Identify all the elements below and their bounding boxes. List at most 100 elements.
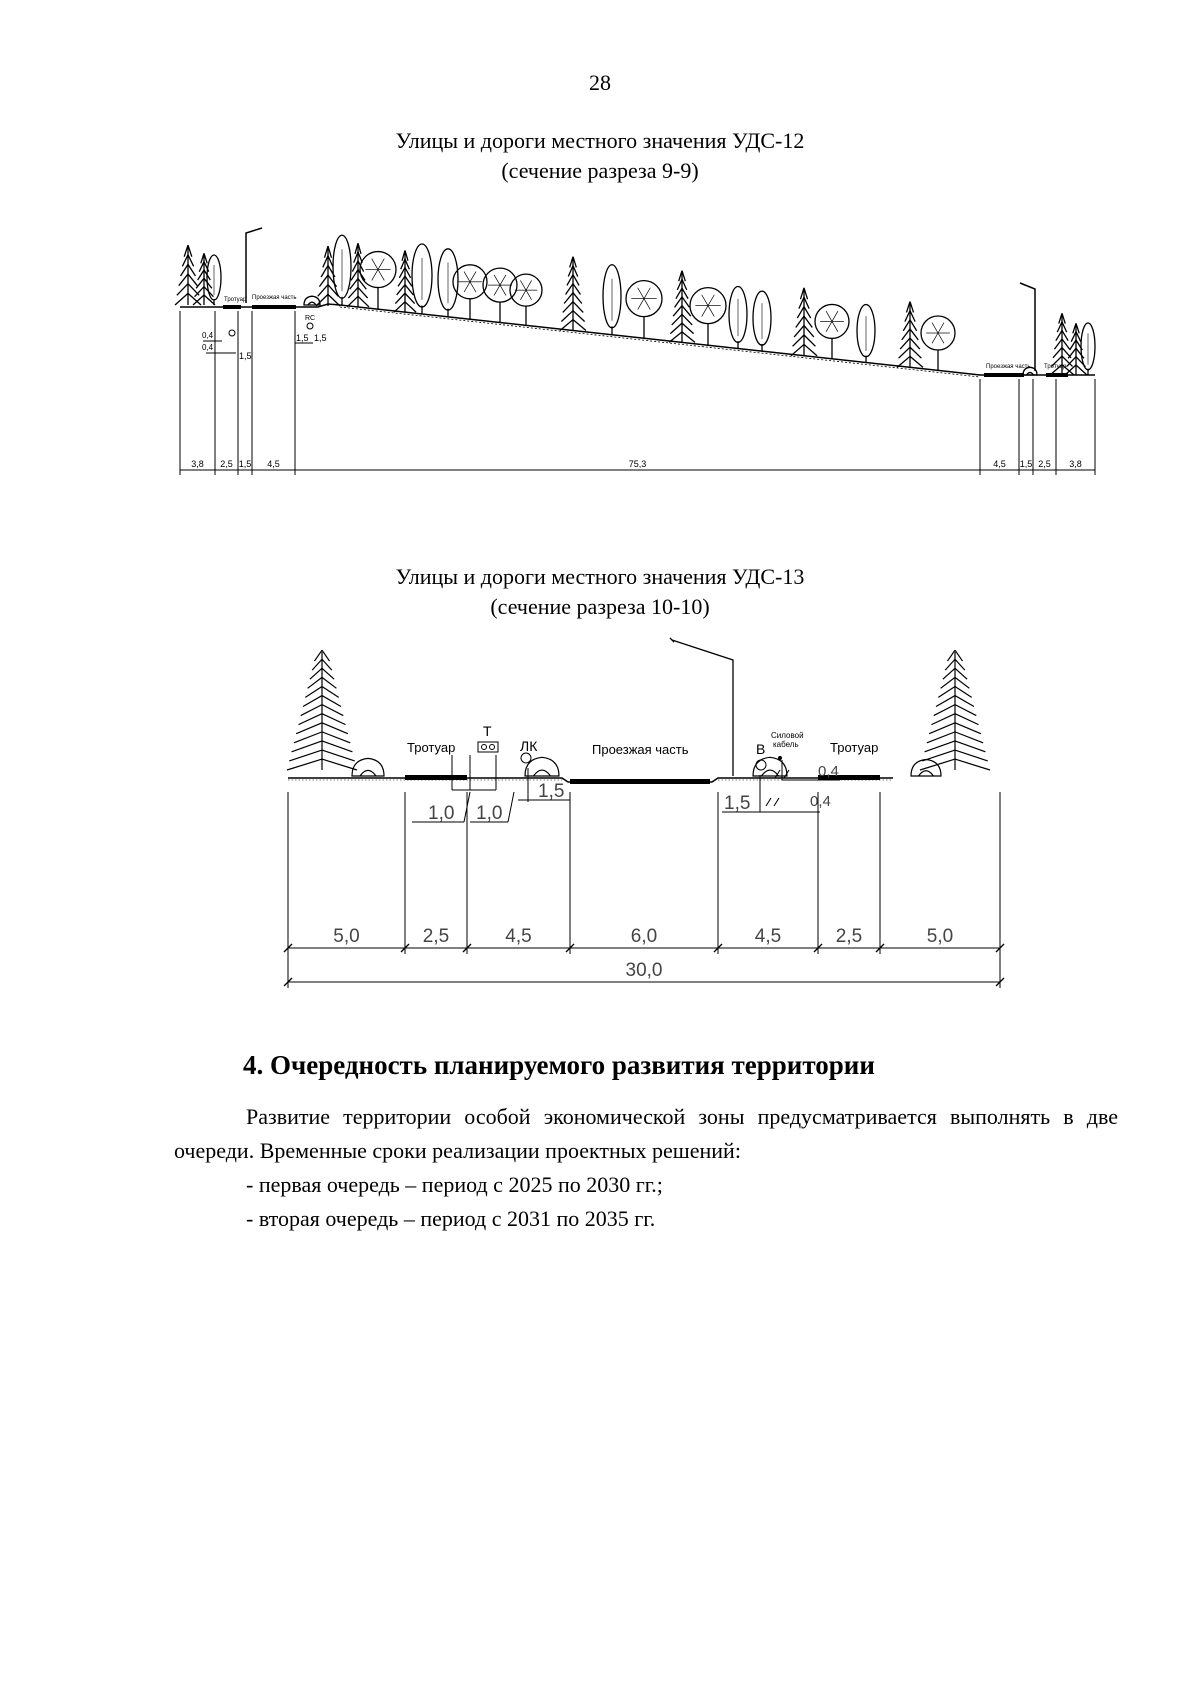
fig2-dimension-label: 4,5 (505, 926, 531, 947)
fig2-total-dimension: 30,0 (626, 960, 663, 981)
poplar-tree-icon (411, 243, 433, 314)
deciduous-tree-icon (359, 250, 397, 310)
fig2-label-cable-1: Силовой (771, 731, 804, 740)
fig2-pavements (405, 775, 880, 784)
deciduous-tree-icon (689, 287, 727, 346)
fig1-label-sidewalk-left: Тротуар (224, 297, 247, 303)
conifer-tree-icon (896, 301, 924, 368)
conifer-tree-icon (393, 250, 417, 313)
poplar-tree-icon (728, 285, 748, 349)
fig2-dimension-label: 5,0 (927, 926, 953, 947)
fig2-label-t: Т (483, 723, 492, 739)
fig2-dimension-tick (813, 943, 823, 953)
poplar-tree-icon (206, 254, 222, 305)
fig1-label-roadway-left: Проезжая часть (252, 295, 297, 301)
deciduous-tree-icon (509, 273, 543, 326)
shrub-icon (524, 756, 560, 777)
fig1-label-sidewalk-right: Тротуар (1044, 364, 1067, 370)
fig2-dimension-tick (400, 943, 410, 953)
conifer-tree-icon (1049, 313, 1075, 376)
deciduous-tree-icon (625, 280, 663, 339)
fig1-dimension-label: 75,3 (629, 459, 647, 469)
fig2-annotation-3: 1,5 (538, 781, 564, 802)
conifer-tree-icon (559, 256, 587, 331)
deciduous-tree-icon (920, 315, 956, 371)
fig2-dimension-label: 4,5 (755, 926, 781, 947)
fig2-utilities (412, 741, 840, 823)
conifer-tree-icon (192, 253, 216, 306)
fig1-annotation-1: 0,4 (202, 331, 214, 340)
deciduous-tree-icon (482, 267, 518, 323)
fig2-label-v: В (756, 741, 765, 757)
fig1-pavements (223, 305, 1068, 377)
list-item: - первая очередь – период с 2025 по 2030… (246, 1172, 663, 1197)
figure2-title-line1: Улицы и дороги местного значения УДС-13 (395, 564, 805, 589)
poplar-tree-icon (602, 264, 622, 335)
fig2-street-light (669, 637, 734, 776)
poplar-tree-icon (332, 234, 352, 306)
fig1-utilities (203, 322, 314, 354)
poplar-tree-icon (752, 290, 772, 352)
conifer-tree-icon (668, 270, 696, 343)
figure1-title: Улицы и дороги местного значения УДС-12 … (0, 126, 1200, 186)
deciduous-tree-icon (452, 264, 488, 320)
fig2-annotation-5: 0,4 (818, 763, 839, 780)
fig1-dimension-label: 1,5 (239, 459, 252, 469)
fig2-total-left-arrow (283, 977, 293, 987)
fig2-dimension-label: 6,0 (631, 926, 657, 947)
conifer-tree-icon (1064, 323, 1088, 376)
figure1-title-line2: (сечение разреза 9-9) (501, 158, 699, 183)
figure2-title: Улицы и дороги местного значения УДС-13 … (0, 562, 1200, 622)
fig1-extension-lines (179, 311, 1096, 475)
fig1-annotation-5: 1,5 (314, 333, 327, 343)
poplar-tree-icon (1080, 322, 1096, 375)
figure1-cross-section: Тротуар Проезжая часть Проезжая часть Тр… (174, 227, 1096, 475)
figure1-title-line1: Улицы и дороги местного значения УДС-12 (395, 128, 805, 153)
fig2-dimension-label: 2,5 (836, 926, 862, 947)
fig2-dimension-tick (875, 943, 885, 953)
fig2-extension-lines (287, 792, 1001, 954)
conifer-tree-icon (919, 649, 991, 771)
fig1-dimension-label: 4,5 (993, 459, 1006, 469)
fig1-dimension-label: 2,5 (1038, 459, 1051, 469)
conifer-tree-icon (790, 287, 818, 357)
fig2-label-roadway: Проезжая часть (592, 742, 689, 757)
fig2-annotation-1: 1,0 (428, 803, 454, 824)
list-item: - вторая очередь – период с 2031 по 2035… (246, 1206, 656, 1231)
poplar-tree-icon (856, 303, 876, 363)
fig1-street-lights (245, 227, 1036, 371)
conifer-tree-icon (286, 649, 358, 771)
fig2-label-sidewalk-right: Тротуар (830, 740, 878, 755)
page-number: 28 (589, 70, 611, 95)
fig1-annotation-3: 1,5 (239, 351, 252, 361)
deciduous-tree-icon (814, 303, 850, 359)
fig2-dimension-chain: 5,0 2,5 4,5 6,0 4,5 2,5 5,0 (283, 926, 1005, 953)
fig2-annotation-2: 1,0 (476, 803, 502, 824)
fig1-annotation-4: 1,5 (296, 333, 309, 343)
fig2-label-cable-2: кабель (773, 740, 799, 749)
fig1-dimension-label: 4,5 (267, 459, 280, 469)
fig1-label-roadway-right: Проезжая часть (986, 364, 1031, 370)
fig1-label-rs: RC (305, 315, 315, 322)
figure2-title-line2: (сечение разреза 10-10) (490, 594, 710, 619)
fig1-dimension-chain: 3,8 2,5 1,5 4,5 75,3 4,5 1,5 2,5 3,8 (180, 459, 1095, 471)
fig2-label-lk: ЛК (520, 738, 538, 754)
fig1-annotation-2: 0,4 (202, 343, 214, 352)
conifer-tree-icon (346, 243, 370, 308)
fig1-dimension-label: 2,5 (220, 459, 233, 469)
fig2-trees (286, 649, 991, 777)
conifer-tree-icon (174, 244, 202, 306)
fig2-dimension-label: 2,5 (423, 926, 449, 947)
section-heading: 4. Очередность планируемого развития тер… (243, 1050, 875, 1080)
poplar-tree-icon (437, 248, 459, 317)
fig1-dimension-label: 3,8 (1069, 459, 1082, 469)
fig1-dimension-label: 3,8 (191, 459, 204, 469)
fig2-annotation-6: 0,4 (810, 793, 831, 810)
fig1-trees (174, 234, 1096, 376)
fig2-dimension-label: 5,0 (333, 926, 359, 947)
fig2-dimension-tick (565, 943, 575, 953)
fig1-dimension-label: 1,5 (1020, 459, 1033, 469)
section-paragraph: Развитие территории особой экономической… (174, 1104, 1118, 1163)
conifer-tree-icon (315, 245, 341, 307)
fig2-dimension-tick (713, 943, 723, 953)
